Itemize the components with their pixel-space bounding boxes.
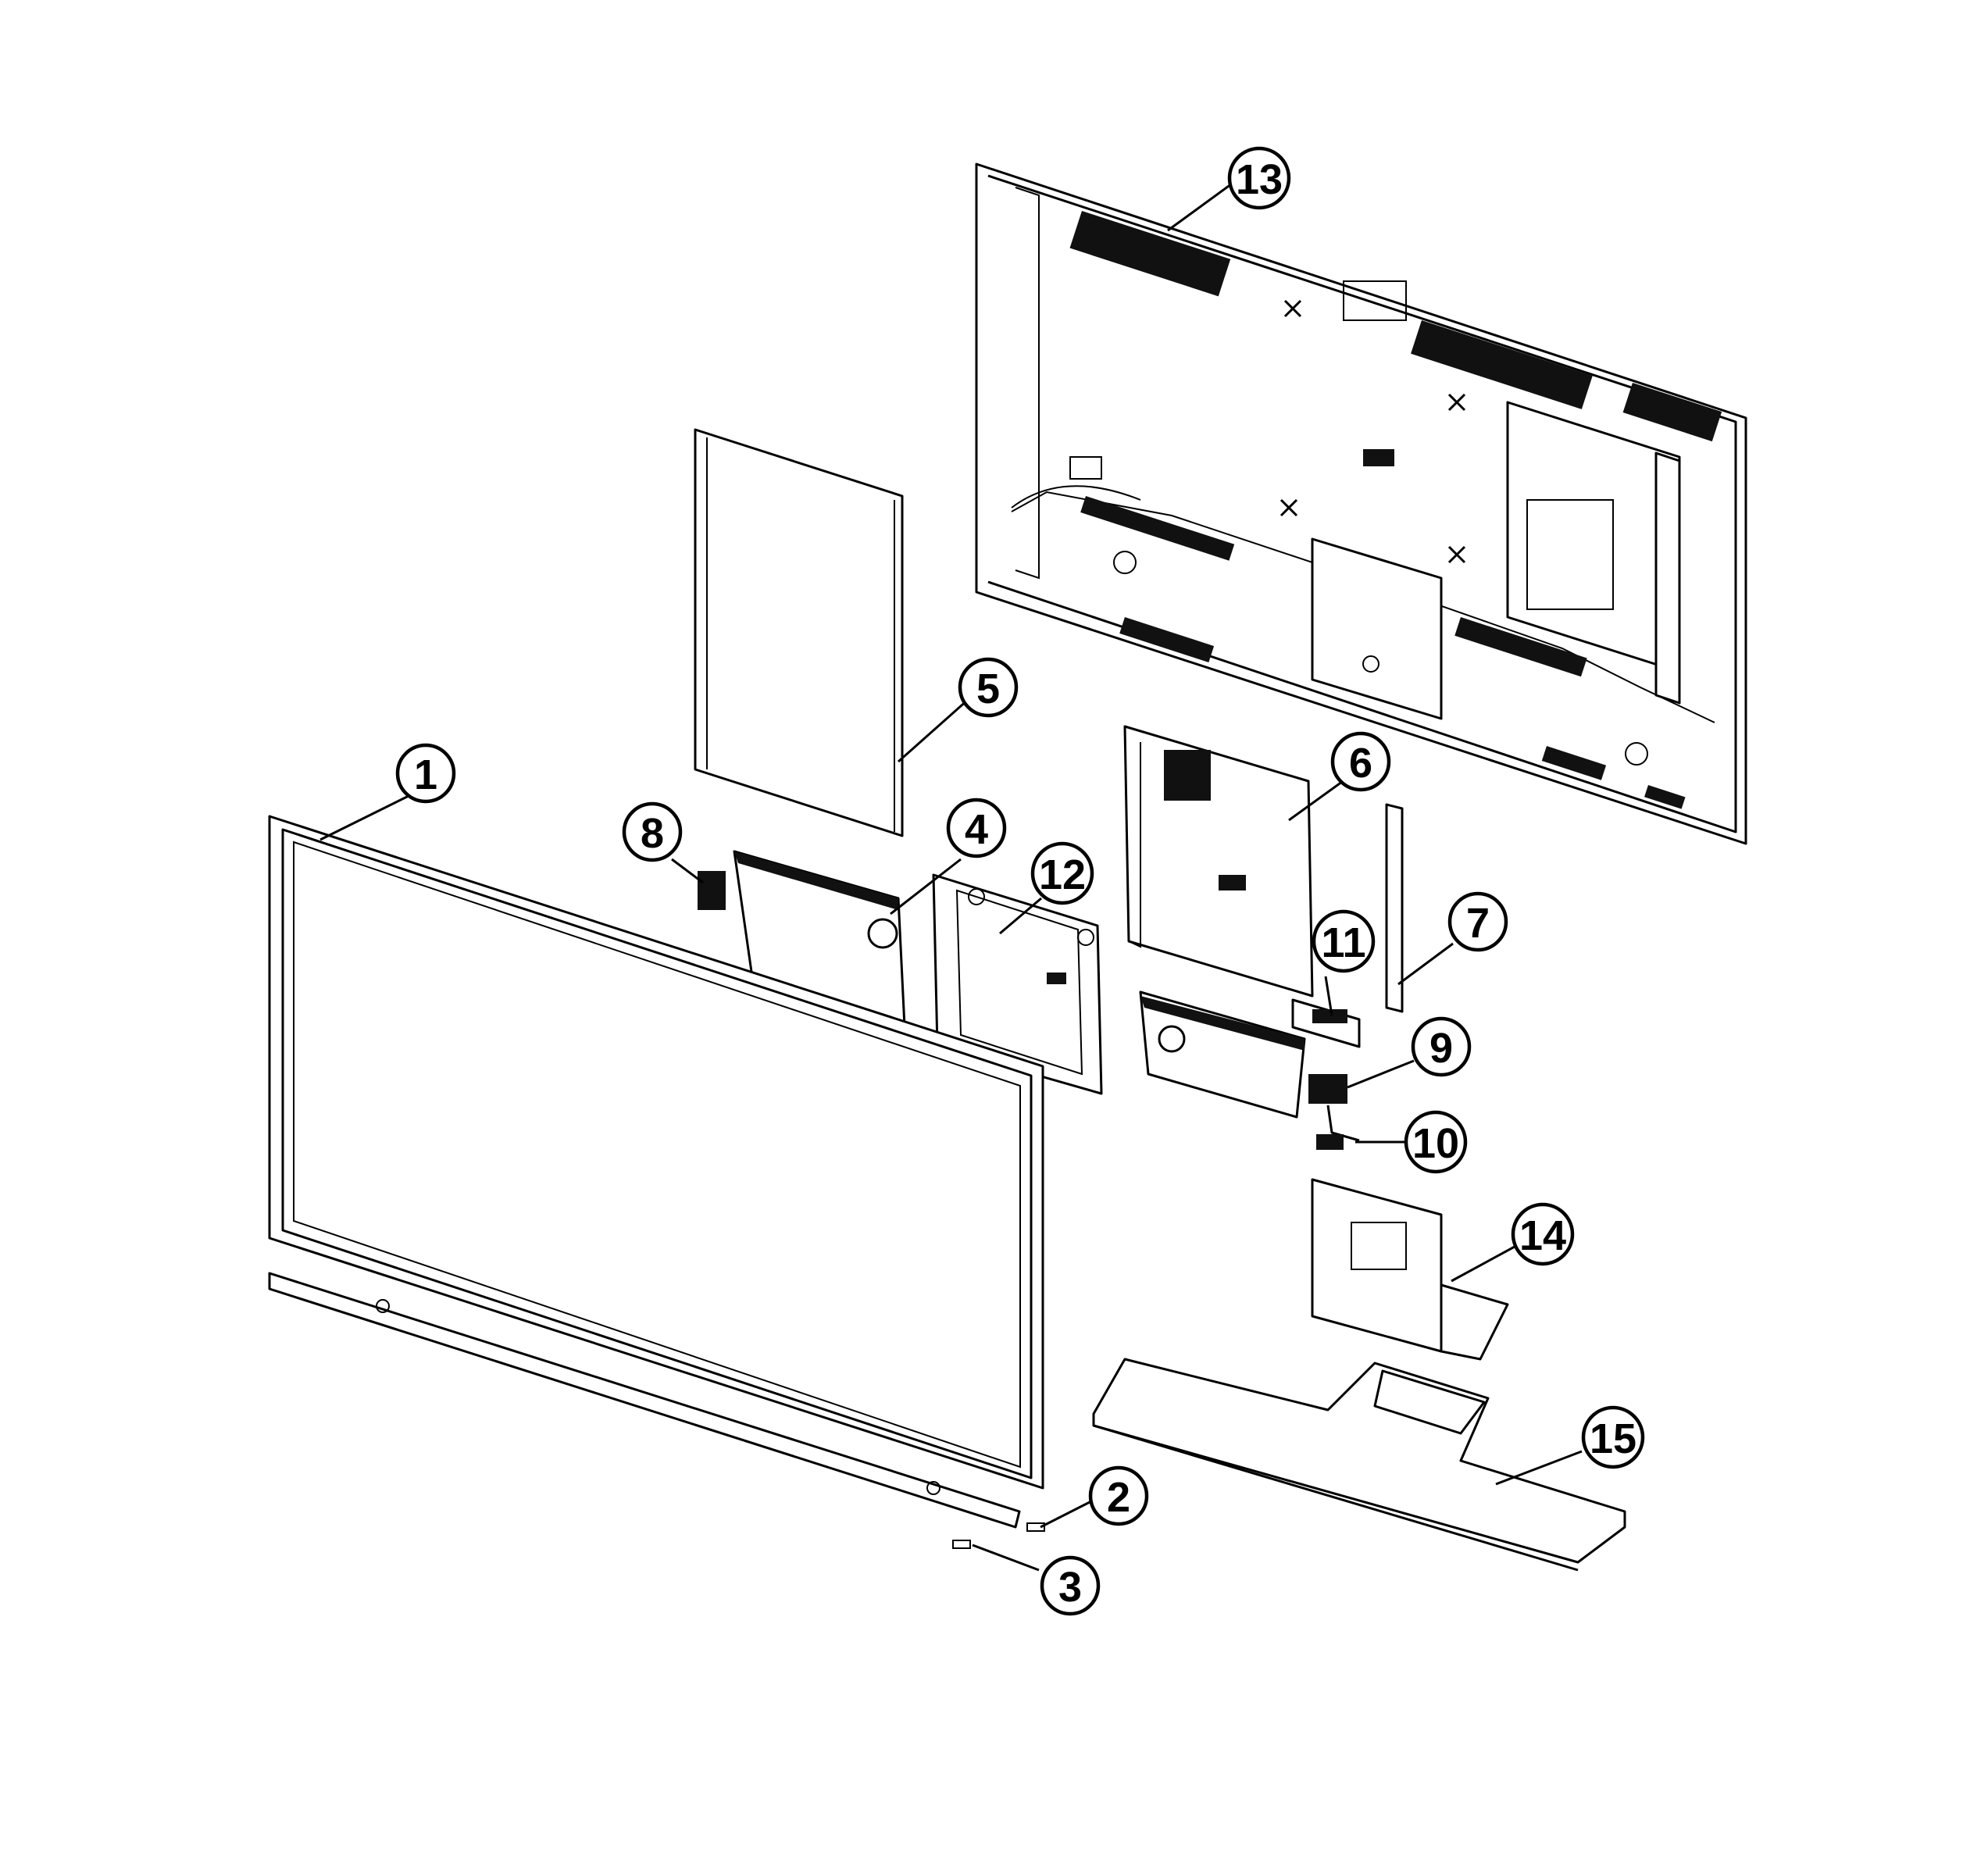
callout-5: 5 — [958, 657, 1019, 718]
callout-label: 3 — [1058, 1564, 1082, 1611]
speaker-right-part — [1139, 990, 1306, 1119]
callout-15: 15 — [1581, 1405, 1645, 1469]
callout-11: 11 — [1312, 909, 1376, 973]
front-bezel-panel-part — [268, 815, 1044, 1490]
callout-6: 6 — [1330, 731, 1391, 792]
callout-12: 12 — [1030, 841, 1094, 905]
callout-10: 10 — [1404, 1110, 1468, 1174]
leader-lines — [319, 180, 1583, 1572]
center-bracket-part — [932, 873, 1103, 1095]
callout-label: 9 — [1429, 1025, 1453, 1072]
callout-1: 1 — [395, 743, 456, 804]
power-board-part — [694, 428, 904, 837]
callout-label: 10 — [1412, 1120, 1459, 1167]
callout-label: 14 — [1519, 1212, 1566, 1259]
callout-14: 14 — [1511, 1202, 1575, 1266]
clip-and-screw-parts — [952, 1522, 1045, 1549]
connector-block-part — [1308, 1074, 1360, 1150]
callout-label: 13 — [1236, 156, 1283, 203]
callout-label: 6 — [1349, 740, 1372, 787]
front-trim-strip — [268, 1272, 1021, 1529]
callout-4: 4 — [946, 798, 1007, 858]
callout-3: 3 — [1040, 1555, 1101, 1616]
callout-2: 2 — [1088, 1465, 1149, 1526]
rear-cover-part — [975, 162, 1747, 845]
callout-label: 8 — [641, 810, 664, 857]
callout-label: 2 — [1107, 1474, 1130, 1521]
callout-label: 1 — [414, 751, 437, 798]
callout-label: 11 — [1321, 919, 1365, 966]
stand-base-part — [1092, 1358, 1626, 1572]
callout-label: 12 — [1039, 851, 1086, 898]
sub-board-part — [1291, 998, 1361, 1048]
callout-8: 8 — [622, 801, 683, 862]
small-connector-part — [698, 871, 726, 910]
callout-label: 5 — [976, 666, 1000, 712]
stand-neck-part — [1311, 1178, 1509, 1361]
callout-9: 9 — [1411, 1016, 1472, 1077]
callout-7: 7 — [1447, 891, 1508, 952]
side-bracket-part — [1385, 803, 1404, 1013]
callout-13: 13 — [1227, 146, 1291, 210]
main-board-part — [1123, 725, 1314, 998]
callout-label: 15 — [1590, 1415, 1636, 1462]
callout-label: 7 — [1466, 900, 1490, 947]
callout-label: 4 — [965, 806, 988, 853]
